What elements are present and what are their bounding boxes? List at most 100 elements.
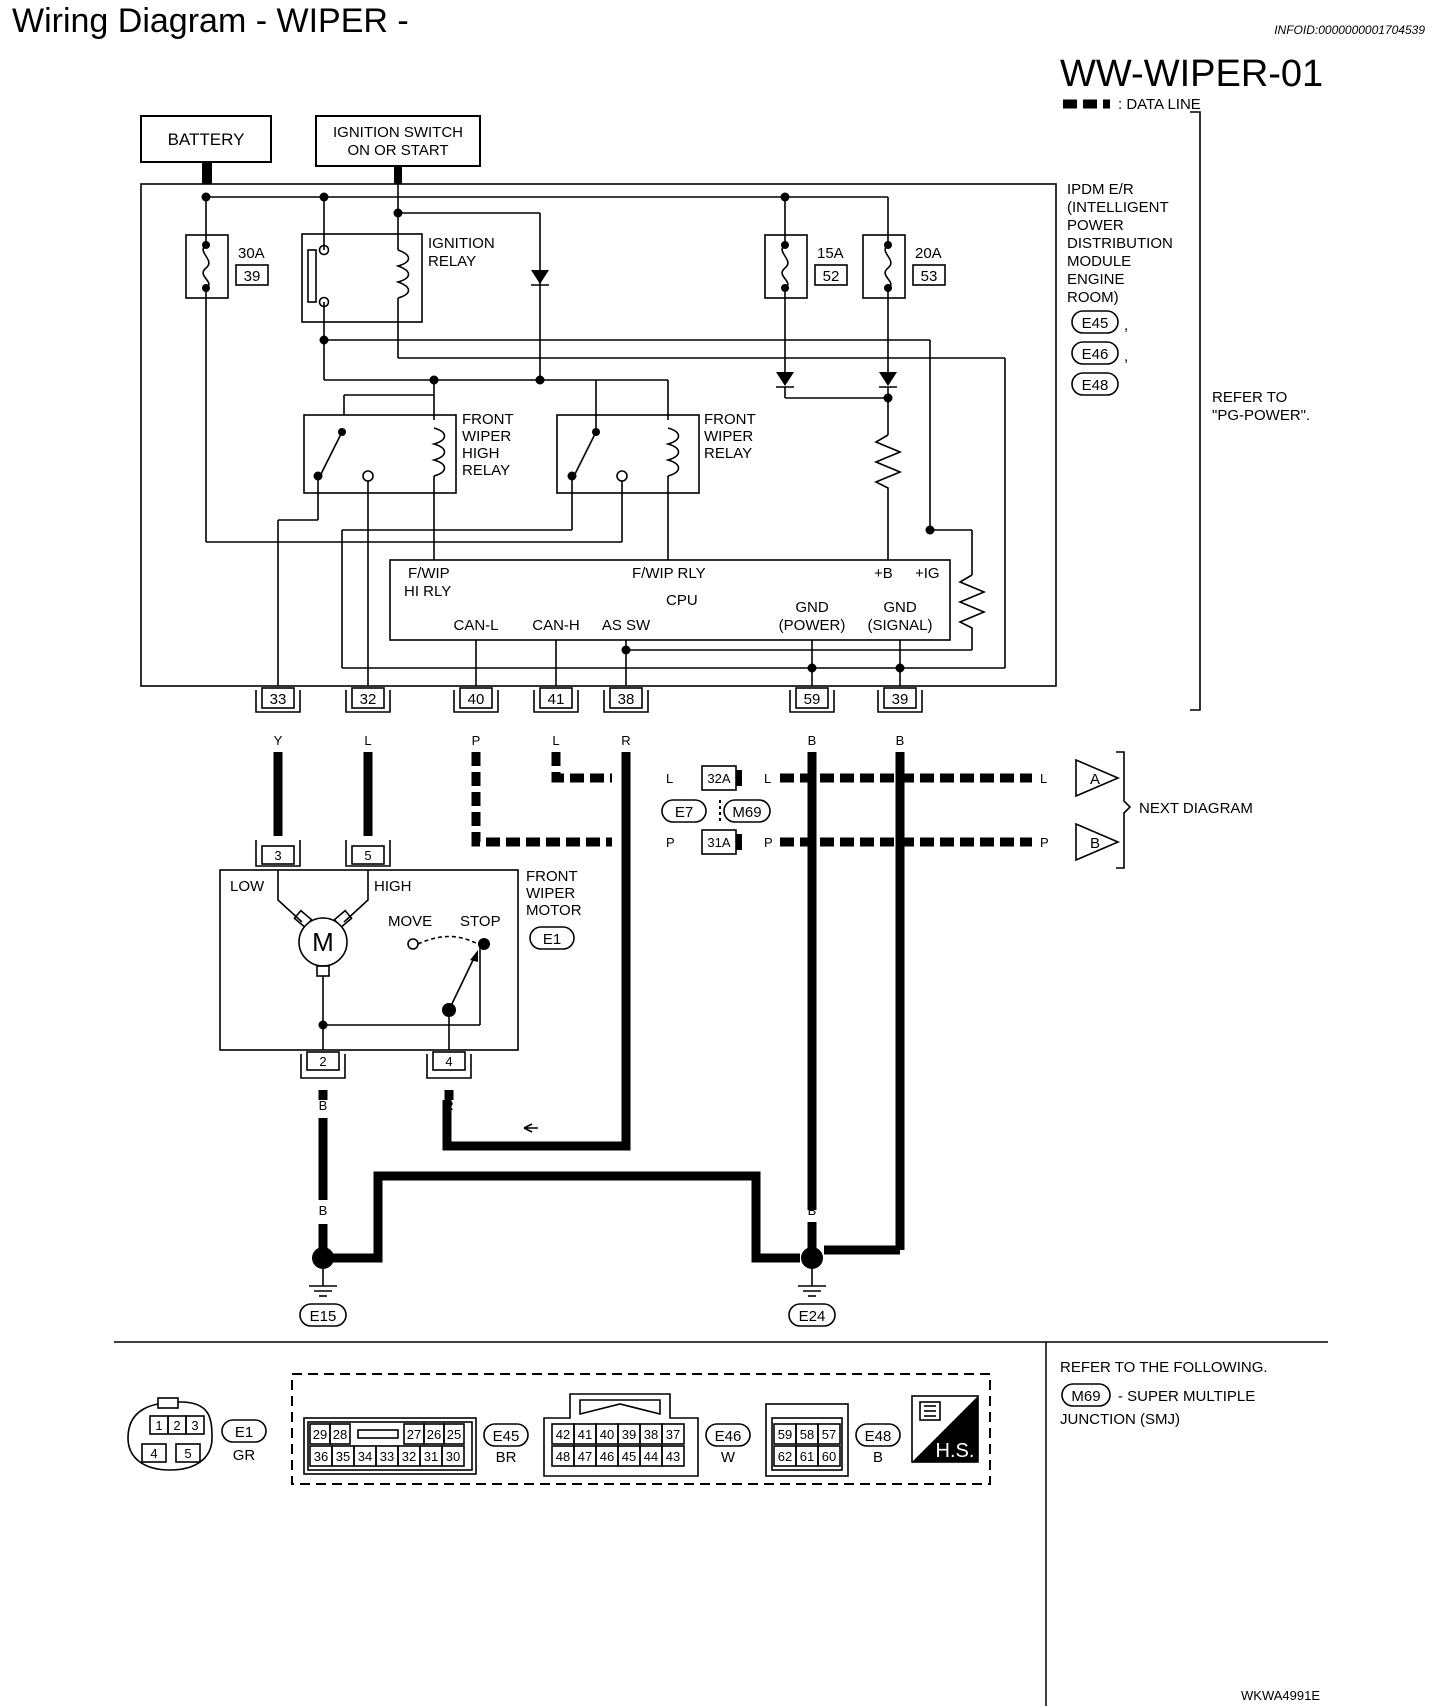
pin-number: 40 [600, 1427, 614, 1442]
wiper-relay-label: RELAY [704, 445, 752, 462]
connector-id: E1 [235, 1424, 253, 1441]
diagram-code: WW-WIPER-01 [1060, 53, 1323, 95]
motor-title: MOTOR [526, 902, 582, 919]
connector-id: E48 [1082, 377, 1109, 394]
connector-id: M69 [1071, 1388, 1100, 1405]
pin-number: 26 [427, 1427, 441, 1442]
front-wiper-relay: FRONT WIPER RELAY [556, 380, 756, 560]
fuse-amps: 15A [817, 245, 844, 262]
terminal-59: 59 B [789, 687, 835, 748]
connector-id: E45 [493, 1428, 520, 1445]
pin-number: 45 [622, 1449, 636, 1464]
ipdm-connector-group [291, 1373, 991, 1485]
connector-id: E7 [675, 804, 693, 821]
motor-title: FRONT [526, 868, 578, 885]
pin-number: 39 [622, 1427, 636, 1442]
terminal-41: 41 L [533, 687, 579, 748]
refer-note-line: REFER TO THE FOLLOWING. [1060, 1359, 1268, 1376]
pin-number: 28 [333, 1427, 347, 1442]
pin-number: 1 [155, 1418, 162, 1433]
motor-title: WIPER [526, 885, 575, 902]
battery-box: BATTERY [140, 115, 272, 163]
front-wiper-high-relay: FRONT WIPER HIGH RELAY [303, 380, 514, 560]
cpu-pin-label: HI RLY [404, 583, 451, 600]
motor-stop-label: STOP [460, 913, 501, 930]
cpu-pin-label: F/WIP [408, 565, 450, 582]
cpu-pin-label: GND [795, 599, 829, 616]
cpu-pin-label: F/WIP RLY [632, 565, 706, 582]
wire-color: B [896, 1203, 905, 1218]
wire-color: B [319, 1098, 328, 1113]
pin-number: 3 [191, 1418, 198, 1433]
ignition-terminal [394, 166, 402, 184]
terminal-pin: 32 [360, 691, 377, 708]
cpu-pin-label: (SIGNAL) [867, 617, 932, 634]
pin-number: 57 [822, 1427, 836, 1442]
high-relay-label: RELAY [462, 462, 510, 479]
fuse-number: 39 [244, 268, 261, 285]
connector-color: B [873, 1449, 883, 1466]
motor-pin-3: 3 [255, 840, 301, 867]
connector-view-e46: 42 41 40 39 38 37 48 47 46 45 44 43 E46 … [543, 1393, 751, 1477]
refer-note-line: - SUPER MULTIPLE [1118, 1388, 1255, 1405]
pin-number: 29 [313, 1427, 327, 1442]
ipdm-connector-e46: E46 , [1071, 341, 1128, 365]
connector-id: M69 [732, 804, 761, 821]
motor-pin-5: 5 [345, 840, 391, 867]
ground-id: E24 [799, 1308, 826, 1325]
motor-pin: 5 [364, 848, 371, 863]
fuse-30a: 30A 39 [185, 197, 269, 328]
wire-color: L [666, 771, 673, 786]
terminal-32: 32 L [345, 687, 391, 748]
motor-pin: 3 [274, 848, 281, 863]
high-relay-label: HIGH [462, 445, 500, 462]
wire-color: P [666, 835, 675, 850]
cpu-pin-label: CAN-L [453, 617, 498, 634]
wire-color: P [1040, 835, 1049, 850]
pin-number: 32 [402, 1449, 416, 1464]
joint-pin: 31A [707, 835, 730, 850]
pin-number: 35 [336, 1449, 350, 1464]
cpu-pin-label: GND [883, 599, 917, 616]
motor-pin: 2 [319, 1054, 326, 1069]
pin-number: 27 [407, 1427, 421, 1442]
terminal-39: 39 B [877, 687, 923, 748]
ground-e15: E15 [299, 1247, 347, 1327]
refer-to-target: "PG-POWER". [1212, 407, 1310, 424]
data-line-legend: : DATA LINE [1063, 96, 1201, 113]
ipdm-title-line: (INTELLIGENT [1067, 199, 1169, 216]
wire-color: B [319, 1203, 328, 1218]
terminal-pin: 38 [618, 691, 635, 708]
figure-id: WKWA4991E [1241, 1688, 1320, 1703]
cpu-label: CPU [666, 592, 698, 609]
next-diagram-label: NEXT DIAGRAM [1139, 800, 1253, 817]
cpu-pin-label: +B [874, 565, 893, 582]
pin-number: 43 [666, 1449, 680, 1464]
pin-number: 46 [600, 1449, 614, 1464]
front-wiper-motor: 3 5 LOW HIGH M MOVE STOP FRONT WIPER MOT… [219, 840, 582, 1113]
svg-text:,: , [1124, 317, 1128, 334]
pin-number: 62 [778, 1449, 792, 1464]
can-l-line [471, 752, 612, 847]
pin-number: 47 [578, 1449, 592, 1464]
terminal-pin: 41 [548, 691, 565, 708]
high-relay-label: WIPER [462, 428, 511, 445]
connector-color: GR [233, 1447, 256, 1464]
cpu-pin-label: (POWER) [779, 617, 846, 634]
refer-note-line: JUNCTION (SMJ) [1060, 1411, 1180, 1428]
pin-number: 2 [173, 1418, 180, 1433]
connector-id: E46 [715, 1428, 742, 1445]
wire-color: P [472, 733, 481, 748]
battery-label: BATTERY [168, 130, 245, 149]
fuse-15a: 15A 52 [764, 197, 848, 300]
fuse-amps: 30A [238, 245, 265, 262]
ipdm-terminals: 33 Y 32 L 40 P 41 L 38 R [255, 687, 923, 748]
arrow-label: B [1090, 835, 1100, 852]
wire-color: P [764, 835, 773, 850]
connector-view-e48: 59 58 57 62 61 60 E48 B [765, 1403, 901, 1477]
fuse-diodes [776, 300, 903, 560]
connector-id: E46 [1082, 346, 1109, 363]
harness-side-label: H.S. [936, 1440, 975, 1462]
pin-number: 36 [314, 1449, 328, 1464]
